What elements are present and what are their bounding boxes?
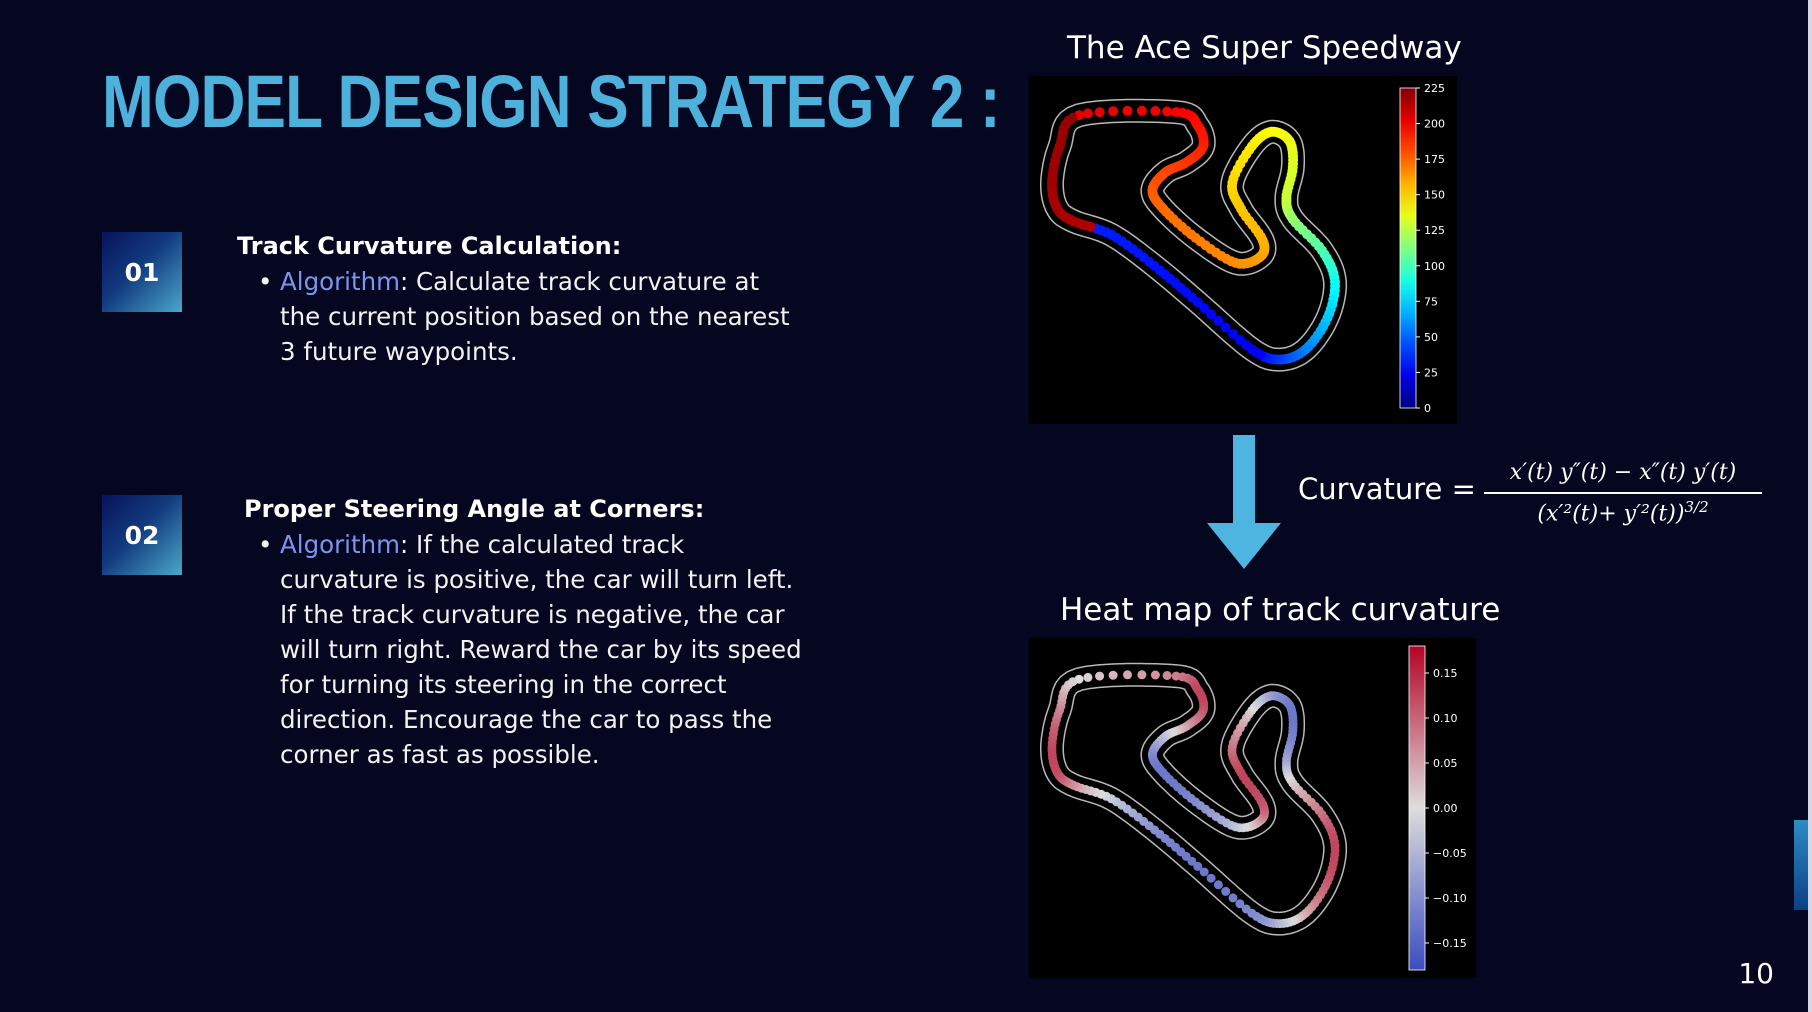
formula-lhs: Curvature = [1298, 472, 1476, 506]
waypoint-marker [1123, 670, 1132, 680]
section-number-02: 02 [102, 495, 182, 575]
slide-border [1808, 0, 1812, 1012]
waypoint-marker [1108, 670, 1118, 680]
fraction-bar [1484, 492, 1762, 494]
waypoint-marker [1082, 108, 1093, 119]
section-title-01: Track Curvature Calculation: [237, 232, 622, 260]
waypoint-marker [1228, 328, 1238, 339]
waypoint-marker [1193, 861, 1203, 871]
section-bullet-02: •Algorithm: If the calculated track curv… [258, 527, 805, 772]
colorbar-tick-label: 100 [1424, 260, 1445, 273]
section-number-01: 01 [102, 232, 182, 312]
waypoint-marker [1206, 309, 1217, 320]
bullet-text: : If the calculated track curvature is p… [280, 530, 802, 769]
curvature-track-svg: −0.15 −0.10 −0.05 0.00 0.05 0.10 0.15 [1040, 645, 1467, 971]
colorbar-tick-label: 125 [1424, 224, 1445, 237]
curvature-heatmap-plot: −0.15 −0.10 −0.05 0.00 0.05 0.10 0.15 [1029, 638, 1476, 978]
speed-colorbar [1399, 87, 1417, 409]
speed-track-plot: 0 25 50 75 100 125 150 175 200 225 [1029, 76, 1457, 424]
formula-exponent: 3/2 [1684, 498, 1709, 516]
waypoint-marker [1083, 672, 1093, 682]
bullet-text: : Calculate track curvature at the curre… [280, 267, 790, 366]
colorbar-tick-label: 0.10 [1433, 712, 1458, 725]
waypoint-marker [1137, 670, 1147, 680]
colorbar-tick-label: 0 [1424, 402, 1431, 415]
colorbar-tick-label: −0.15 [1433, 937, 1467, 950]
waypoint-marker [1221, 886, 1231, 896]
formula-numerator: x′(t) y″(t) − x″(t) y′(t) [1509, 460, 1737, 485]
waypoint-marker [1213, 880, 1223, 890]
down-arrow-icon [1207, 435, 1281, 569]
waypoint-marker [1122, 105, 1133, 116]
colorbar-tick-label: 150 [1424, 189, 1445, 202]
colorbar-tick-label: 0.15 [1433, 667, 1458, 680]
waypoint-marker [1241, 904, 1251, 914]
formula-denominator-base: (x′²(t)+ y′²(t)) [1537, 501, 1685, 527]
waypoint-marker [1199, 867, 1209, 877]
colorbar-tick-label: 200 [1424, 118, 1445, 131]
edge-accent [1794, 820, 1812, 910]
waypoint-marker [1108, 106, 1119, 117]
waypoint-marker [1150, 106, 1161, 116]
algorithm-keyword: Algorithm [280, 530, 400, 559]
curvature-colorbar [1408, 645, 1426, 971]
waypoint-marker [1150, 670, 1160, 680]
bottom-figure-title: Heat map of track curvature [1060, 592, 1501, 628]
waypoint-marker [1162, 671, 1172, 680]
colorbar-tick-label: 25 [1424, 366, 1438, 379]
waypoint-marker [1094, 107, 1105, 118]
section-bullet-01: •Algorithm: Calculate track curvature at… [258, 264, 800, 369]
bullet-dot: • [258, 267, 273, 296]
formula-denominator: (x′²(t)+ y′²(t))3/2 [1484, 498, 1762, 526]
waypoint-marker [1234, 334, 1245, 345]
waypoint-marker [1235, 899, 1245, 909]
colorbar-tick-label: 0.00 [1433, 802, 1458, 815]
speed-track-svg: 0 25 50 75 100 125 150 175 200 225 [1040, 82, 1445, 415]
waypoint-marker [1162, 106, 1173, 117]
bullet-dot: • [258, 530, 273, 559]
colorbar-tick-label: 0.05 [1433, 757, 1458, 770]
colorbar-tick-label: 50 [1424, 331, 1438, 344]
slide-title: MODEL DESIGN STRATEGY 2 : [102, 60, 1001, 143]
page-number: 10 [1738, 957, 1774, 990]
algorithm-keyword: Algorithm [280, 267, 400, 296]
waypoint-marker [1067, 112, 1078, 123]
top-figure-title: The Ace Super Speedway [1067, 30, 1462, 66]
section-title-02: Proper Steering Angle at Corners: [244, 495, 705, 523]
waypoint-marker [1213, 315, 1224, 326]
colorbar-tick-label: −0.10 [1433, 892, 1467, 905]
waypoint-marker [1068, 677, 1078, 687]
waypoint-marker [1206, 873, 1216, 883]
colorbar-tick-label: −0.05 [1433, 847, 1467, 860]
colorbar-tick-label: 75 [1424, 295, 1438, 308]
waypoint-marker [1220, 322, 1231, 333]
colorbar-tick-label: 225 [1424, 82, 1445, 95]
waypoint-marker [1136, 105, 1147, 116]
colorbar-tick-label: 175 [1424, 153, 1445, 166]
waypoint-marker [1228, 893, 1238, 903]
waypoint-marker [1095, 671, 1105, 681]
